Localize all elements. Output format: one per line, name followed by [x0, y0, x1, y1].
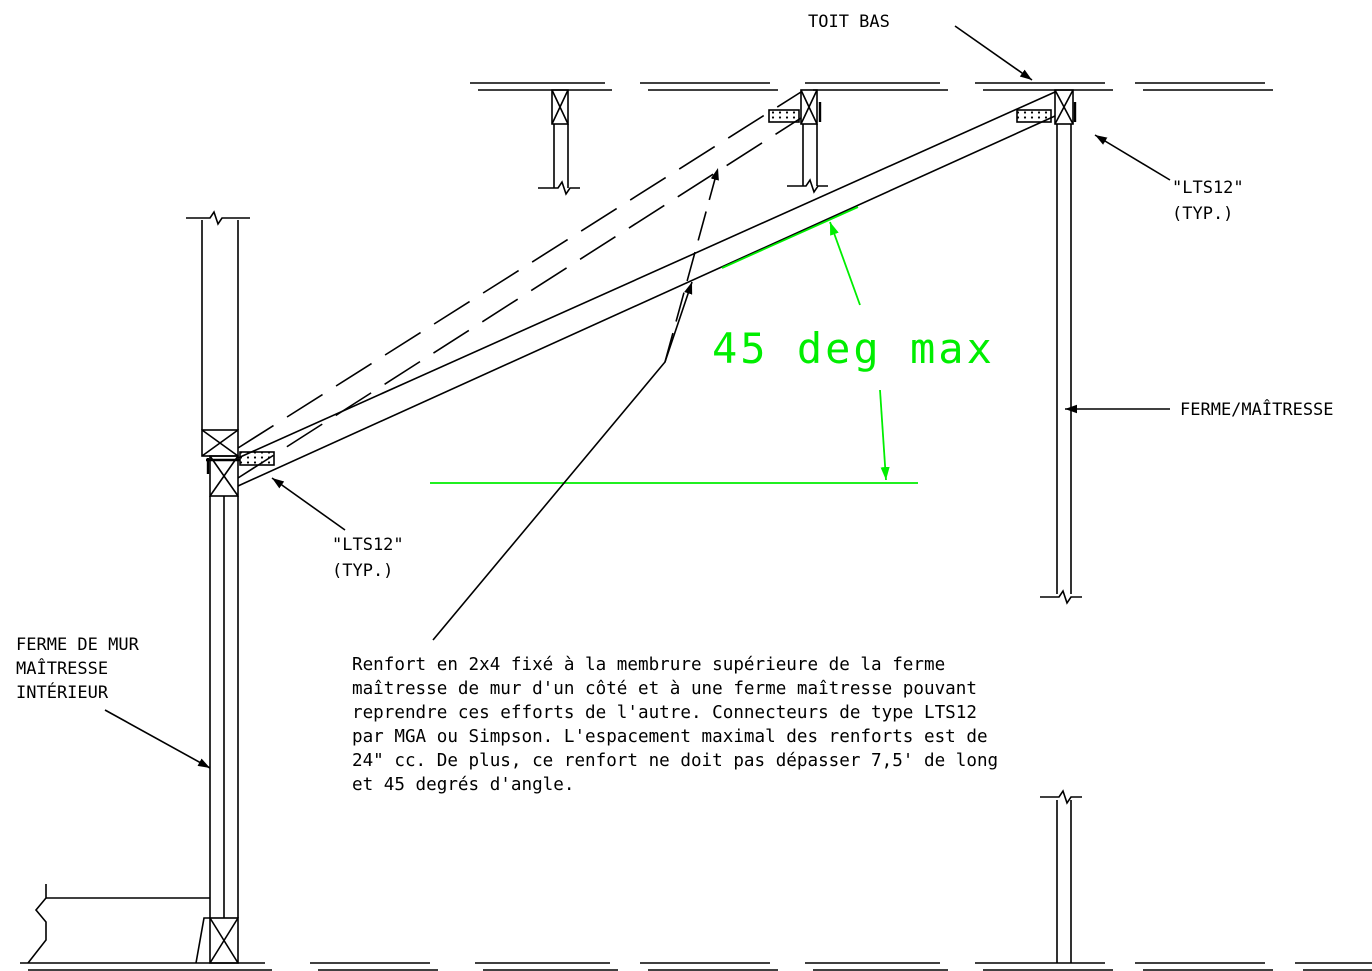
reinforcement-note: Renfort en 2x4 fixé à la membrure supéri… — [352, 655, 998, 795]
ferme-mur-label-line2: MAÎTRESSE — [16, 657, 108, 679]
note-line: Renfort en 2x4 fixé à la membrure supéri… — [352, 655, 945, 675]
ferme-mur-label-line1: FERME DE MUR — [16, 635, 140, 655]
low-roof-line — [470, 82, 1273, 91]
dashed-2x4-brace — [237, 91, 802, 479]
note-line: reprendre ces efforts de l'autre. Connec… — [352, 703, 977, 723]
lts12-left-label-line1: "LTS12" — [332, 535, 404, 555]
toit-bas-label: TOIT BAS — [808, 12, 890, 32]
lts12-top-label-line1: "LTS12" — [1172, 178, 1244, 198]
floor-line — [20, 962, 1372, 971]
note-line: par MGA ou Simpson. L'espacement maximal… — [352, 727, 988, 747]
angle-label: 45 deg max — [712, 324, 995, 373]
ferme-maitresse-label: FERME/MAÎTRESSE — [1180, 398, 1334, 420]
roof-truss-member-2 — [768, 89, 828, 194]
note-line: maîtresse de mur d'un côté et à une ferm… — [352, 679, 977, 699]
note-line: 24" cc. De plus, ce renfort ne doit pas … — [352, 751, 998, 771]
roof-truss-member-1 — [538, 89, 580, 196]
ferme-maitresse-column — [1016, 89, 1082, 963]
angle-annotation: 45 deg max — [430, 206, 995, 484]
lts12-top-label-line2: (TYP.) — [1172, 204, 1233, 224]
leader-arrows — [104, 25, 1171, 769]
ferme-de-mur-column — [27, 210, 275, 964]
sloped-top-chord — [237, 91, 1056, 487]
ferme-mur-label-line3: INTÉRIEUR — [16, 681, 109, 703]
lts12-connector-top — [1016, 109, 1052, 123]
note-line: et 45 degrés d'angle. — [352, 775, 574, 795]
lts12-connector-middle — [768, 109, 800, 123]
lts12-left-label-line2: (TYP.) — [332, 561, 393, 581]
